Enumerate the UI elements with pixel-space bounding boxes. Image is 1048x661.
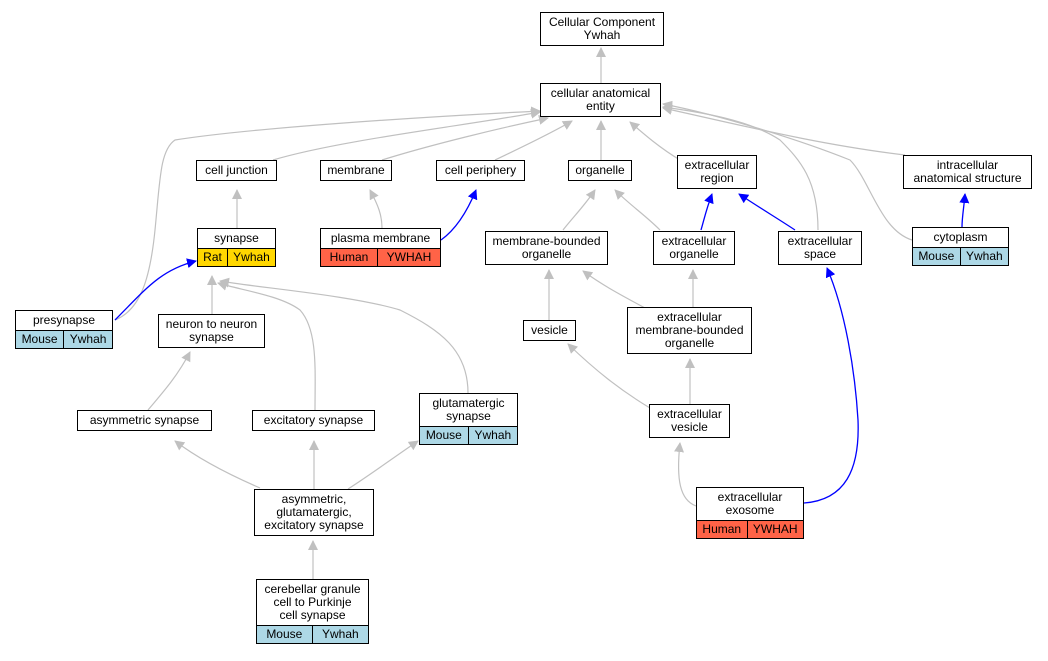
annotation-row: Mouse Ywhah [913, 247, 1009, 265]
node-label: membrane [327, 163, 385, 177]
gene-badge: YWHAH [377, 249, 441, 266]
node-label: neuron to neuron synapse [165, 317, 258, 344]
node-asymmetric-synapse[interactable]: asymmetric synapse [77, 410, 212, 431]
node-asymmetric-glutamatergic-excitatory-synapse[interactable]: asymmetric, glutamatergic, excitatory sy… [254, 489, 374, 536]
node-cytoplasm[interactable]: cytoplasm Mouse Ywhah [912, 227, 1009, 266]
node-plasma-membrane[interactable]: plasma membrane Human YWHAH [320, 228, 441, 267]
annotation-row: Rat Ywhah [198, 248, 276, 266]
node-label: extracellular region [684, 158, 750, 185]
node-intracellular-anatomical-structure[interactable]: intracellular anatomical structure [903, 155, 1032, 189]
node-cerebellar-granule-cell-to-purkinje-cell-synapse[interactable]: cerebellar granule cell to Purkinje cell… [256, 579, 369, 644]
node-label: extracellular organelle [661, 234, 727, 261]
node-label: extracellular vesicle [657, 407, 722, 434]
species-badge: Rat [198, 249, 227, 266]
edge-es-to-extracellular-region[interactable] [738, 193, 796, 231]
gene-badge: Ywhah [467, 427, 518, 444]
node-label: cytoplasm [933, 230, 988, 244]
node-synapse[interactable]: synapse Rat Ywhah [197, 228, 276, 267]
node-presynapse[interactable]: presynapse Mouse Ywhah [15, 310, 113, 349]
edge-cytoplasm-to-cae [662, 100, 913, 241]
edge-exosome-to-ev [674, 442, 697, 507]
edge-extracellular-region-to-cae [629, 121, 681, 161]
species-badge: Mouse [257, 626, 312, 643]
node-cell-junction[interactable]: cell junction [196, 160, 277, 181]
node-membrane-bounded-organelle[interactable]: membrane-bounded organelle [485, 231, 608, 265]
edge-presynapse-to-synapse[interactable] [114, 258, 197, 321]
edge-membrane-to-cae [381, 114, 549, 161]
edge-age-to-glutamatergic [347, 440, 419, 490]
node-extracellular-region[interactable]: extracellular region [677, 155, 757, 189]
gene-badge: Ywhah [311, 626, 369, 643]
edge-presynapse-to-cae [114, 106, 541, 321]
node-organelle[interactable]: organelle [568, 160, 632, 181]
edge-cytoplasm-to-intracellular[interactable] [959, 193, 970, 228]
annotation-row: Mouse Ywhah [16, 330, 113, 348]
node-membrane[interactable]: membrane [320, 160, 392, 181]
node-vesicle[interactable]: vesicle [523, 320, 576, 341]
edge-embo-to-mbo [582, 270, 646, 309]
node-extracellular-exosome[interactable]: extracellular exosome Human YWHAH [696, 487, 804, 539]
edge-cell-junction-to-cae [272, 108, 541, 161]
gene-badge: Ywhah [227, 249, 276, 266]
node-label: cerebellar granule cell to Purkinje cell… [264, 582, 361, 622]
node-cell-periphery[interactable]: cell periphery [436, 160, 525, 181]
annotation-row: Human YWHAH [697, 520, 804, 538]
edge-excitatory-to-synapse [217, 280, 316, 412]
node-cellular-component[interactable]: Cellular Component Ywhah [540, 12, 664, 46]
gene-badge: Ywhah [63, 331, 113, 348]
species-badge: Mouse [913, 248, 960, 265]
node-label: Cellular Component Ywhah [548, 15, 656, 42]
node-label: intracellular anatomical structure [913, 158, 1022, 185]
node-label: extracellular exosome [717, 490, 783, 517]
node-label: membrane-bounded organelle [492, 234, 601, 261]
node-excitatory-synapse[interactable]: excitatory synapse [252, 410, 375, 431]
edge-extracellular-space-to-cae [662, 103, 819, 231]
node-label: glutamatergic synapse [432, 396, 505, 423]
edge-eo-to-extracellular-region[interactable] [700, 193, 714, 231]
edge-plasma-membrane-to-cell-periphery[interactable] [440, 189, 478, 241]
node-neuron-to-neuron-synapse[interactable]: neuron to neuron synapse [158, 314, 265, 348]
edge-asymmetric-to-neuron [147, 351, 191, 411]
annotation-row: Mouse Ywhah [420, 426, 518, 444]
node-label: organelle [575, 163, 625, 177]
node-label: vesicle [531, 323, 568, 337]
node-extracellular-vesicle[interactable]: extracellular vesicle [649, 404, 730, 438]
node-label: extracellular space [787, 234, 853, 261]
edge-glutamatergic-to-synapse [219, 277, 469, 394]
node-label: cell periphery [444, 163, 517, 177]
node-label: excitatory synapse [263, 413, 364, 427]
gene-badge: Ywhah [959, 248, 1009, 265]
edge-exosome-to-es[interactable] [803, 267, 859, 504]
annotation-row: Mouse Ywhah [257, 625, 369, 643]
species-badge: Human [321, 249, 378, 266]
edge-cell-periphery-to-cae [494, 120, 573, 161]
gene-badge: YWHAH [746, 521, 804, 538]
node-extracellular-membrane-bounded-organelle[interactable]: extracellular membrane-bounded organelle [627, 307, 752, 354]
node-extracellular-organelle[interactable]: extracellular organelle [653, 231, 735, 265]
node-label: presynapse [32, 313, 96, 327]
node-label: cell junction [205, 163, 268, 177]
edge-intracellular-to-cae [662, 105, 906, 156]
edge-age-to-asymmetric [174, 440, 261, 489]
species-badge: Mouse [420, 427, 468, 444]
edge-eo-to-organelle [614, 189, 661, 231]
node-extracellular-space[interactable]: extracellular space [778, 231, 862, 265]
node-label: asymmetric, glutamatergic, excitatory sy… [264, 492, 364, 532]
node-cellular-anatomical-entity[interactable]: cellular anatomical entity [540, 83, 661, 117]
node-label: cellular anatomical entity [550, 86, 651, 113]
species-badge: Human [697, 521, 747, 538]
species-badge: Mouse [16, 331, 64, 348]
edge-mbo-to-organelle [562, 189, 596, 231]
edge-ev-to-vesicle [567, 343, 651, 409]
node-label: extracellular membrane-bounded organelle [635, 310, 744, 350]
node-label: asymmetric synapse [89, 413, 200, 427]
node-label: synapse [214, 231, 259, 245]
annotation-row: Human YWHAH [321, 248, 441, 266]
node-glutamatergic-synapse[interactable]: glutamatergic synapse Mouse Ywhah [419, 393, 518, 445]
node-label: plasma membrane [330, 231, 431, 245]
edge-plasma-membrane-to-membrane [369, 189, 383, 229]
